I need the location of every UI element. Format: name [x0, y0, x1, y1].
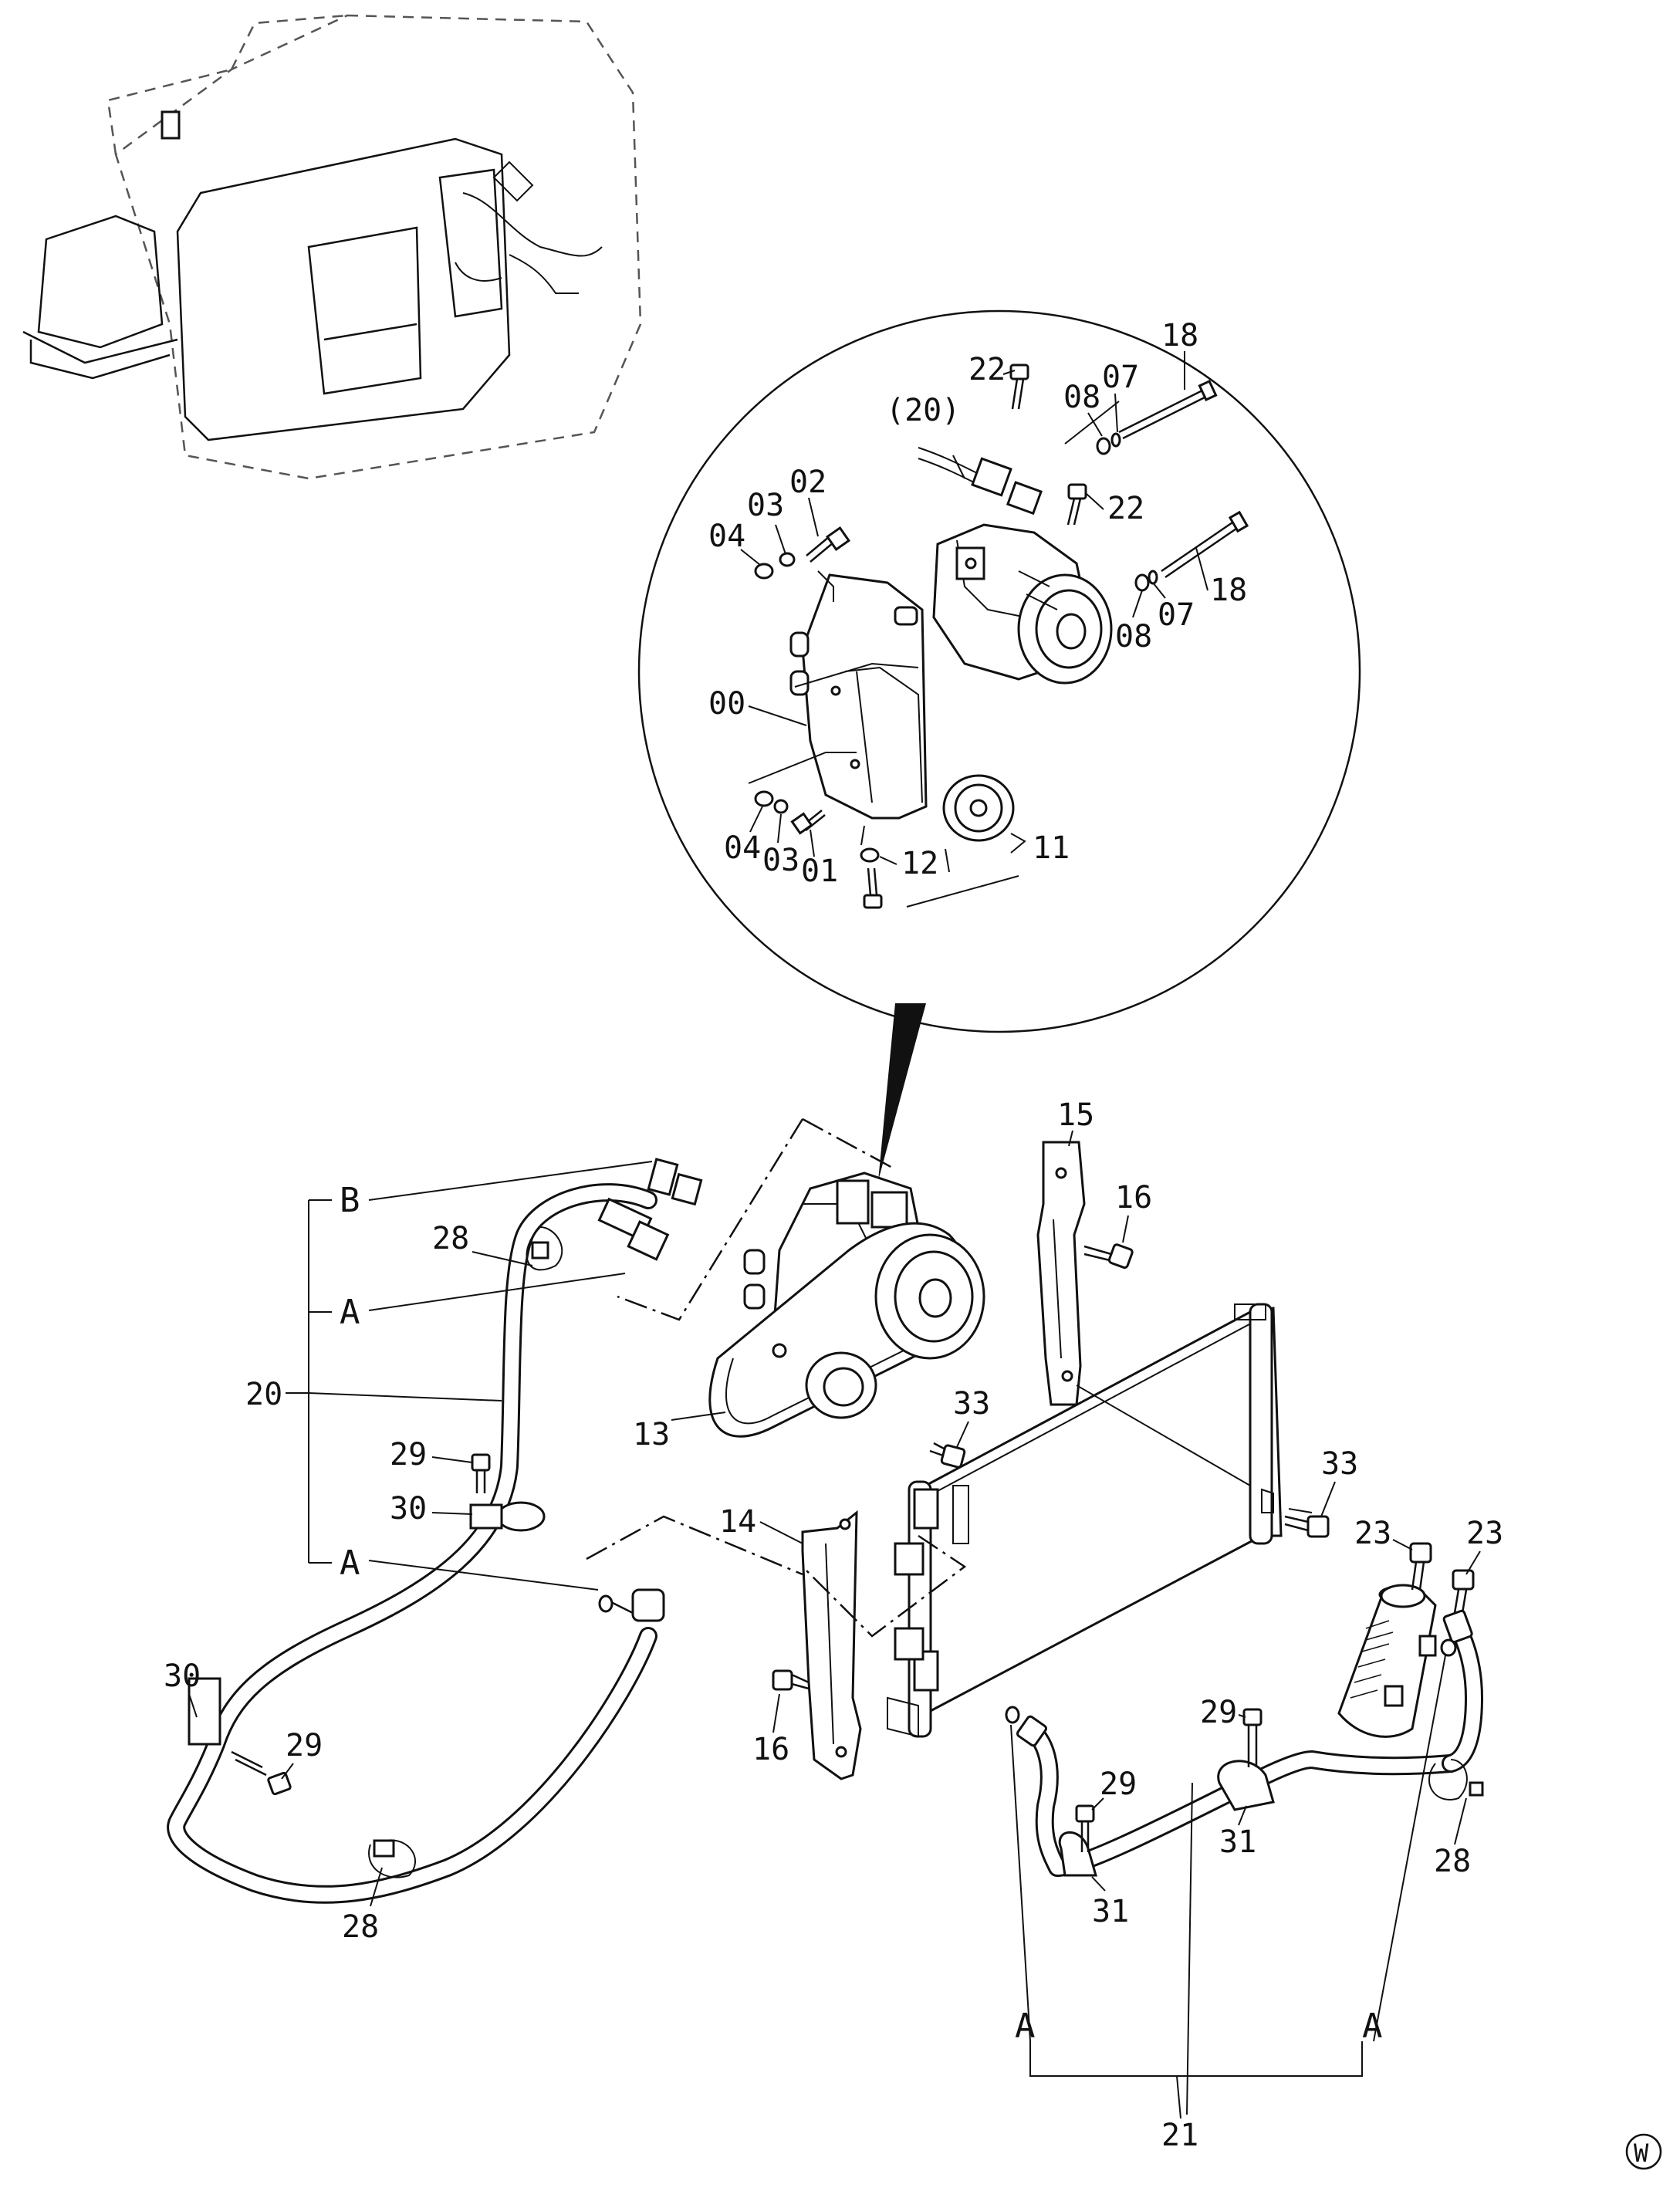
label-conn-b: B — [340, 1181, 360, 1220]
label-part-21: 21 — [1161, 2118, 1198, 2153]
compressor-assembly: 13 — [617, 1117, 985, 1452]
label-part-14: 14 — [719, 1504, 756, 1540]
hose-20 — [167, 1158, 703, 1904]
label-conn-a4: A — [1362, 2007, 1383, 2046]
label-part-33a: 33 — [953, 1386, 990, 1422]
detail-labels: 18 22 07 08 (20) 22 02 03 04 18 07 08 00… — [708, 318, 1247, 889]
hose-21 — [1005, 1609, 1484, 1877]
label-part-31b: 31 — [1092, 1894, 1129, 1929]
label-part-20: 20 — [245, 1377, 282, 1412]
label-part-15: 15 — [1057, 1097, 1094, 1133]
label-detail-11: 11 — [1033, 830, 1070, 866]
receiver-drier: 23 23 — [1337, 1516, 1503, 1738]
bolt-22b — [1066, 483, 1087, 526]
label-detail-22b: 22 — [1107, 491, 1144, 526]
condenser: 33 33 — [586, 1303, 1358, 1738]
bolt-23b — [1452, 1569, 1475, 1614]
label-part-29a: 29 — [390, 1437, 427, 1473]
bolt-18b — [1161, 510, 1249, 579]
label-detail-22a: 22 — [968, 352, 1006, 387]
bracket-14: 14 16 — [719, 1504, 862, 1780]
label-detail-01: 01 — [801, 854, 838, 889]
label-part-16b: 16 — [752, 1732, 789, 1767]
label-detail-04a: 04 — [708, 519, 745, 554]
bolt-29b — [231, 1750, 292, 1796]
hose-21-labels: 29 29 31 31 28 A A 21 — [1010, 1655, 1471, 2153]
label-detail-03b: 03 — [762, 843, 799, 878]
bolt-16a — [1083, 1243, 1134, 1270]
corner-mark: W — [1625, 2133, 1662, 2170]
label-detail-08a: 08 — [1063, 380, 1100, 415]
label-detail-18a: 18 — [1161, 318, 1198, 353]
label-detail-00: 00 — [708, 686, 745, 722]
label-part-13: 13 — [633, 1417, 670, 1452]
bolt-02 — [806, 526, 851, 563]
label-part-29c: 29 — [1200, 1695, 1237, 1730]
label-detail-07a: 07 — [1102, 360, 1139, 395]
bolt-16b — [772, 1669, 810, 1691]
bolt-11 — [863, 867, 883, 909]
bolt-22a — [1009, 363, 1029, 410]
label-part-29d: 29 — [1100, 1767, 1137, 1802]
label-part-16a: 16 — [1115, 1180, 1152, 1216]
bolt-29d — [1075, 1804, 1095, 1852]
label-part-31a: 31 — [1219, 1824, 1256, 1860]
label-corner-mark: W — [1634, 2139, 1649, 2168]
bracket-15: 15 16 — [1036, 1097, 1152, 1406]
label-conn-a3: A — [1015, 2007, 1036, 2046]
cab-thumbnail — [22, 14, 642, 480]
bolt-23a — [1409, 1542, 1432, 1591]
bolt-01 — [790, 810, 826, 835]
bolt-29a — [471, 1453, 491, 1493]
label-detail-03a: 03 — [747, 488, 784, 523]
label-conn-a1: A — [340, 1293, 360, 1332]
label-detail-08b: 08 — [1115, 619, 1152, 654]
label-detail-20-ref: (20) — [886, 393, 960, 428]
label-detail-18b: 18 — [1210, 573, 1247, 608]
hose-20-labels: B A A 28 20 29 30 30 29 28 — [164, 1161, 653, 1945]
label-detail-02: 02 — [789, 465, 826, 500]
bolt-33a — [929, 1442, 966, 1469]
label-part-28c: 28 — [1434, 1844, 1471, 1879]
label-part-30b: 30 — [164, 1658, 201, 1694]
label-detail-12: 12 — [901, 846, 938, 881]
label-part-30a: 30 — [390, 1491, 427, 1527]
detail-circle — [637, 309, 1361, 1181]
label-conn-a2: A — [340, 1544, 360, 1583]
label-part-23b: 23 — [1466, 1516, 1503, 1551]
detail-pointer — [878, 1003, 926, 1181]
bolt-29c — [1242, 1708, 1263, 1767]
bolt-18a — [1118, 379, 1218, 440]
bolt-33b — [1284, 1515, 1330, 1538]
label-detail-07b: 07 — [1158, 597, 1195, 633]
label-part-28b: 28 — [342, 1909, 379, 1945]
label-part-23a: 23 — [1354, 1516, 1391, 1551]
label-detail-04b: 04 — [724, 830, 761, 866]
label-part-29b: 29 — [286, 1728, 323, 1763]
label-part-28a: 28 — [432, 1221, 469, 1256]
label-part-33b: 33 — [1321, 1446, 1358, 1482]
